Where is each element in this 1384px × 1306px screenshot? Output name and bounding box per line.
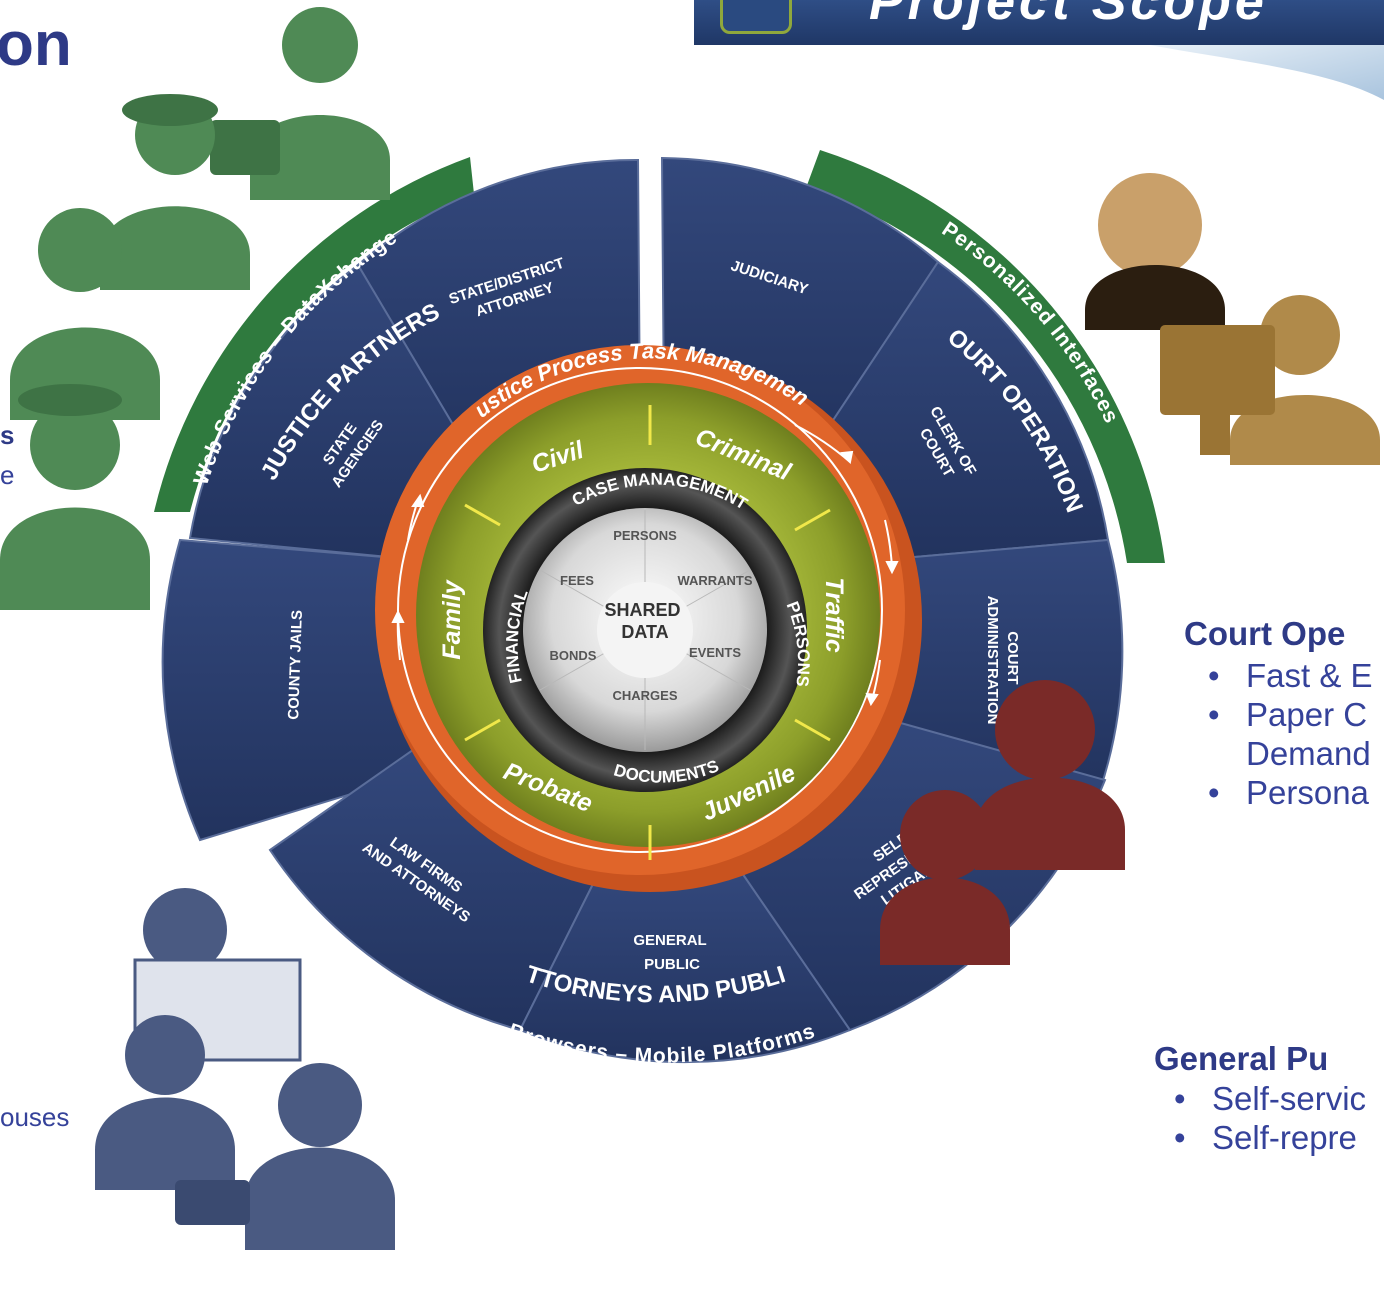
segment-label-general-public: GENERAL PUBLIC: [633, 932, 710, 973]
panel-title: Court Ope: [1184, 615, 1346, 652]
judge-and-clerk-icon: [1085, 173, 1380, 465]
case-type-family: Family: [438, 579, 466, 659]
core-persons: PERSONS: [613, 528, 677, 543]
core-events: EVENTS: [689, 645, 741, 660]
core-bonds: BONDS: [550, 648, 597, 663]
list-item: •Self-servic: [1174, 1080, 1367, 1117]
core-charges: CHARGES: [612, 688, 677, 703]
bullet-list: •Self-servic •Self-repre: [1174, 1079, 1367, 1157]
core-shared-data: SHARED DATA: [604, 600, 685, 642]
left-line-fragment: e: [0, 460, 15, 490]
personalized-interfaces-band: [806, 150, 1165, 563]
case-type-dividers: [464, 405, 831, 860]
core-fees: FEES: [560, 573, 594, 588]
core-warrants: WARRANTS: [677, 573, 752, 588]
list-item: •Fast & E: [1208, 657, 1373, 694]
web-services-band: [154, 157, 474, 512]
general-public-icon: [880, 680, 1125, 965]
project-scope-banner: Project Scope: [694, 0, 1384, 45]
segment-label-court-administration: COURT ADMINISTRATION: [984, 596, 1021, 725]
list-item: •Persona: [1208, 774, 1369, 811]
list-item: •Self-repre: [1174, 1119, 1357, 1156]
left-bottom-fragment: ouses: [0, 1102, 70, 1132]
general-public-panel: General Pu •Self-servic •Self-repre: [1154, 1042, 1366, 1157]
police-officers-icon: [0, 7, 390, 610]
page-title: on: [0, 10, 72, 79]
banner-swoosh: [1150, 45, 1384, 100]
banner-title: Project Scope: [869, 0, 1268, 31]
panel-title: General Pu: [1154, 1040, 1329, 1077]
reporters-icon: [95, 888, 395, 1250]
magnifier-icon: [720, 0, 792, 34]
left-heading-fragment: s: [0, 420, 15, 450]
segment-label-county-jails: COUNTY JAILS: [285, 610, 306, 720]
case-type-traffic: Traffic: [820, 577, 848, 653]
flow-arrows: [391, 424, 899, 707]
